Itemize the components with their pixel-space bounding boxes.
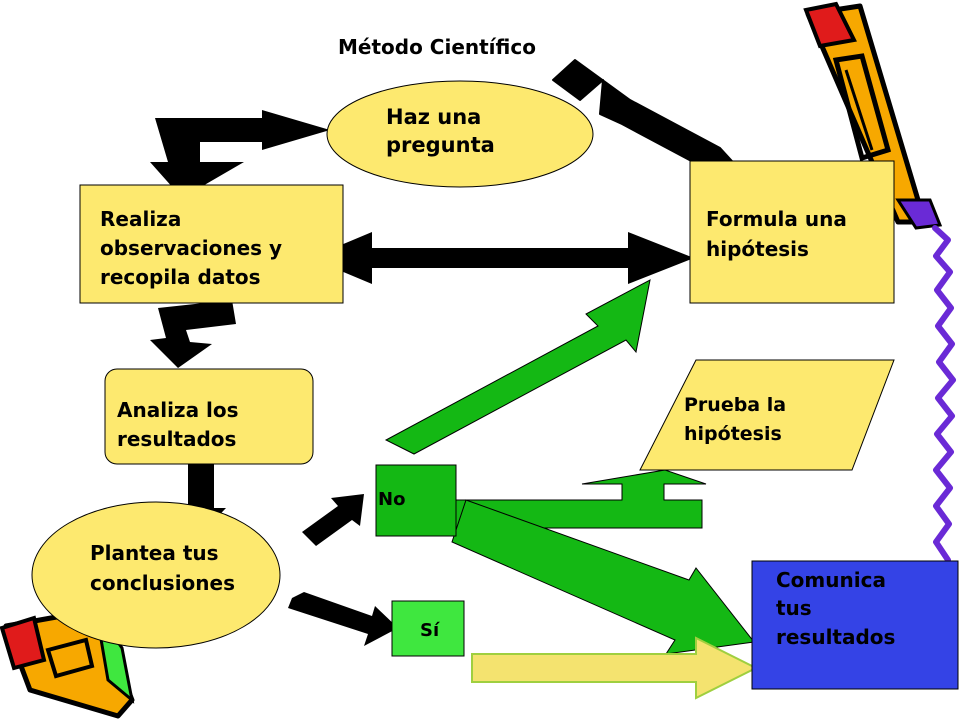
pencil-top-right-icon (803, 1, 943, 230)
node-hypothesis-line-1: Formula una (706, 207, 847, 231)
arrow-yes-to-communicate (471, 636, 759, 700)
arrow-no-to-hypothesis (384, 279, 651, 455)
node-yes (391, 600, 465, 657)
node-conclusions-line-1: Plantea tus (90, 541, 219, 565)
node-observe (79, 184, 344, 304)
node-communicate-line-1: Comunica (776, 568, 886, 592)
node-test-line-2: hipótesis (684, 423, 782, 445)
node-observe-line-2: observaciones y (100, 236, 282, 260)
node-no (375, 464, 457, 537)
node-test-hypothesis (639, 359, 895, 471)
node-test-line-1: Prueba la (684, 394, 786, 416)
node-observe-line-1: Realiza (100, 207, 181, 231)
arrow-no-to-test (454, 469, 707, 529)
node-analyze-line-2: resultados (117, 427, 236, 451)
node-communicate-line-3: resultados (776, 625, 895, 649)
node-conclusions-line-2: conclusiones (90, 571, 235, 595)
node-ask-question (326, 80, 594, 188)
arrow-conclusions-to-yes (288, 592, 398, 646)
node-communicate (751, 560, 959, 690)
pencil-bottom-left-icon (0, 607, 135, 719)
node-communicate-line-2: tus (776, 596, 812, 620)
double-arrow-observe-hypothesis (310, 232, 694, 284)
node-ask-question-line-1: Haz una (386, 105, 481, 129)
node-hypothesis-line-2: hipótesis (706, 237, 809, 261)
node-ask-question-line-2: pregunta (386, 133, 495, 157)
node-yes-label: Sí (420, 620, 440, 641)
arrow-conclusions-to-no (302, 494, 364, 546)
node-analyze (104, 368, 314, 465)
node-conclusions (31, 501, 281, 649)
diagram-title: Método Científico (338, 35, 536, 59)
node-no-label: No (378, 489, 405, 510)
squiggle-line-icon (932, 225, 956, 563)
node-analyze-line-1: Analiza los (117, 398, 239, 422)
node-observe-line-3: recopila datos (100, 265, 261, 289)
arrow-into-question (150, 110, 330, 198)
arrow-observe-to-analyze (150, 300, 236, 368)
node-hypothesis (689, 160, 895, 304)
